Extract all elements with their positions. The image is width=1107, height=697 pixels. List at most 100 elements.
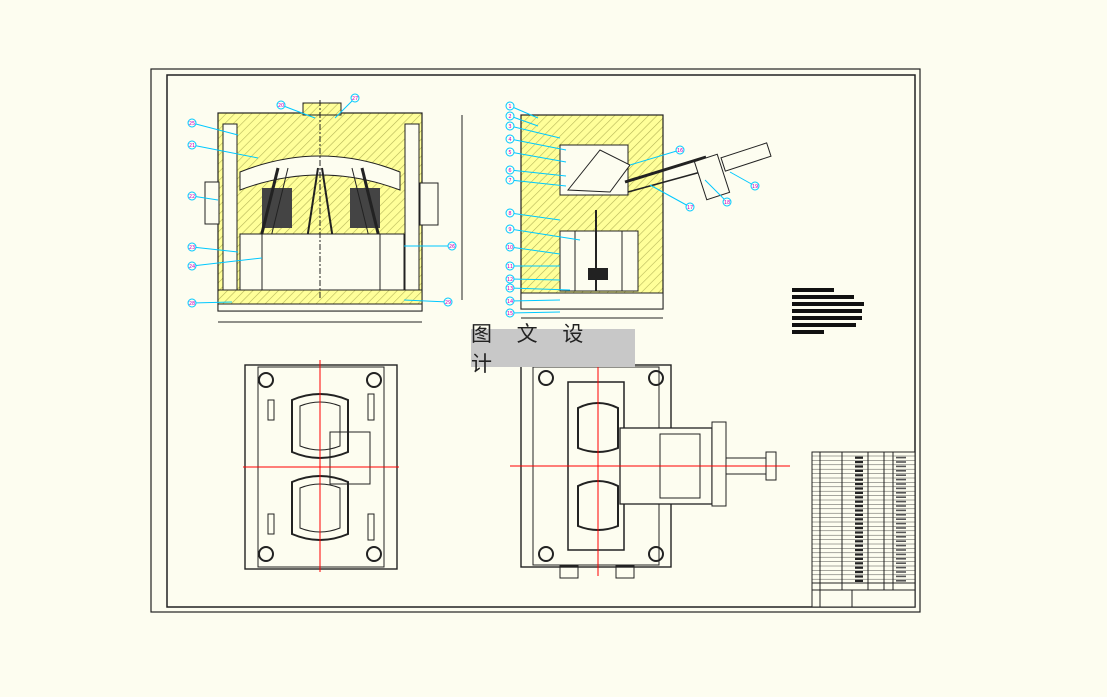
bom-row-mark	[896, 505, 906, 507]
front-callout: 22	[187, 191, 219, 201]
side-callout: 6	[505, 165, 567, 177]
bom-row-mark	[896, 518, 906, 520]
side-callout: 14	[505, 296, 561, 306]
bom-row-mark	[896, 456, 906, 459]
bom-row-mark	[855, 465, 863, 468]
bom-row-mark	[855, 522, 863, 525]
side-callout: 17	[649, 184, 695, 212]
side-callout-number: 6	[508, 168, 511, 174]
front-callout-number: 27	[352, 96, 358, 102]
bom-row-mark	[855, 500, 863, 503]
bom-row-mark	[896, 562, 906, 564]
bom-row-mark	[896, 474, 906, 476]
side-callout-number: 14	[507, 299, 513, 305]
bom-row-mark	[896, 540, 906, 542]
bom-row-mark	[896, 509, 906, 512]
side-callout-number: 3	[508, 124, 511, 130]
side-callout-number: 10	[507, 245, 513, 251]
bom-row-mark	[896, 527, 906, 529]
bom-row-mark	[855, 491, 863, 494]
side-callout: 2	[505, 111, 539, 127]
side-callout-number: 4	[508, 137, 511, 143]
bom-row-mark	[896, 500, 906, 503]
side-callout-number: 11	[507, 264, 513, 270]
bom-row-mark	[855, 571, 863, 574]
front-callout-number: 26	[449, 244, 455, 250]
side-callout-number: 18	[724, 200, 730, 206]
side-callout-number: 8	[508, 211, 511, 217]
bom-row-mark	[855, 527, 863, 530]
bom-row-mark	[896, 536, 906, 538]
bom-row-mark	[896, 478, 906, 481]
side-callout: 7	[505, 175, 567, 187]
bom-row-mark	[896, 492, 906, 494]
side-callout-number: 7	[508, 178, 511, 184]
side-callout: 9	[505, 224, 581, 241]
bom-row-mark	[855, 566, 863, 569]
front-callout-number: 20	[278, 103, 284, 109]
bom-row-mark	[896, 558, 906, 560]
bom-row-mark	[896, 461, 906, 463]
bom-row-mark	[896, 531, 906, 534]
side-callout: 11	[505, 261, 560, 271]
technical-notes	[792, 288, 866, 337]
plan-view-right	[510, 360, 790, 579]
side-callout-number: 17	[687, 205, 693, 211]
inner-border	[166, 74, 916, 608]
bom-row-mark	[855, 557, 863, 560]
front-callout-number: 21	[189, 143, 195, 149]
bom-row-mark	[896, 496, 906, 498]
bom-row-mark	[896, 575, 906, 578]
bom-row-mark	[896, 580, 906, 582]
side-callout: 10	[505, 242, 561, 255]
bom-row-mark	[855, 469, 863, 472]
bom-row-mark	[855, 579, 863, 582]
side-callout-number: 13	[507, 286, 513, 292]
front-callout: 24	[187, 257, 263, 271]
watermark-label: 图 文 设 计	[471, 322, 635, 376]
front-callout-number: 28	[189, 301, 195, 307]
bom-row-mark	[855, 544, 863, 547]
bom-row-mark	[896, 549, 906, 551]
bom-row-mark	[896, 470, 906, 472]
bom-row-mark	[855, 505, 863, 508]
plan-view-left	[243, 360, 399, 572]
front-callout-number: 23	[189, 245, 195, 251]
bom-row-mark	[855, 456, 863, 459]
front-callout: 28	[187, 298, 233, 308]
bom-row-mark	[896, 487, 906, 490]
side-callout: 4	[505, 134, 567, 151]
side-callout: 19	[729, 171, 760, 191]
bom-row-mark	[855, 540, 863, 543]
front-callout-number: 24	[189, 264, 195, 270]
bom-row-mark	[896, 553, 906, 556]
side-callout: 16	[629, 145, 685, 166]
callouts-front: 20 27 25 21 22 23 24 26 28 29	[187, 93, 457, 308]
side-callout-number: 9	[508, 227, 511, 233]
side-callout-number: 5	[508, 150, 511, 156]
bom-row-mark	[896, 544, 906, 547]
side-callout-number: 15	[507, 311, 513, 317]
side-callout: 18	[704, 179, 732, 207]
front-callout-number: 25	[189, 121, 195, 127]
side-callout-number: 2	[508, 114, 511, 120]
side-callout-number: 19	[752, 184, 758, 190]
bom-row-mark	[855, 509, 863, 512]
side-callout: 5	[505, 147, 567, 163]
bom-row-mark	[855, 549, 863, 552]
side-section-view	[520, 114, 772, 319]
bom-row-mark	[855, 496, 863, 499]
bom-row-mark	[896, 514, 906, 516]
side-callout-number: 12	[507, 277, 513, 283]
front-section-view	[204, 100, 463, 323]
side-callout: 13	[505, 283, 571, 293]
bom-row-mark	[855, 518, 863, 521]
outer-border	[150, 68, 921, 613]
bom-row-mark	[896, 571, 906, 573]
front-callout: 25	[187, 118, 239, 136]
front-callout: 23	[187, 242, 239, 253]
front-callout: 26	[404, 241, 457, 251]
front-callout-number: 29	[445, 300, 451, 306]
